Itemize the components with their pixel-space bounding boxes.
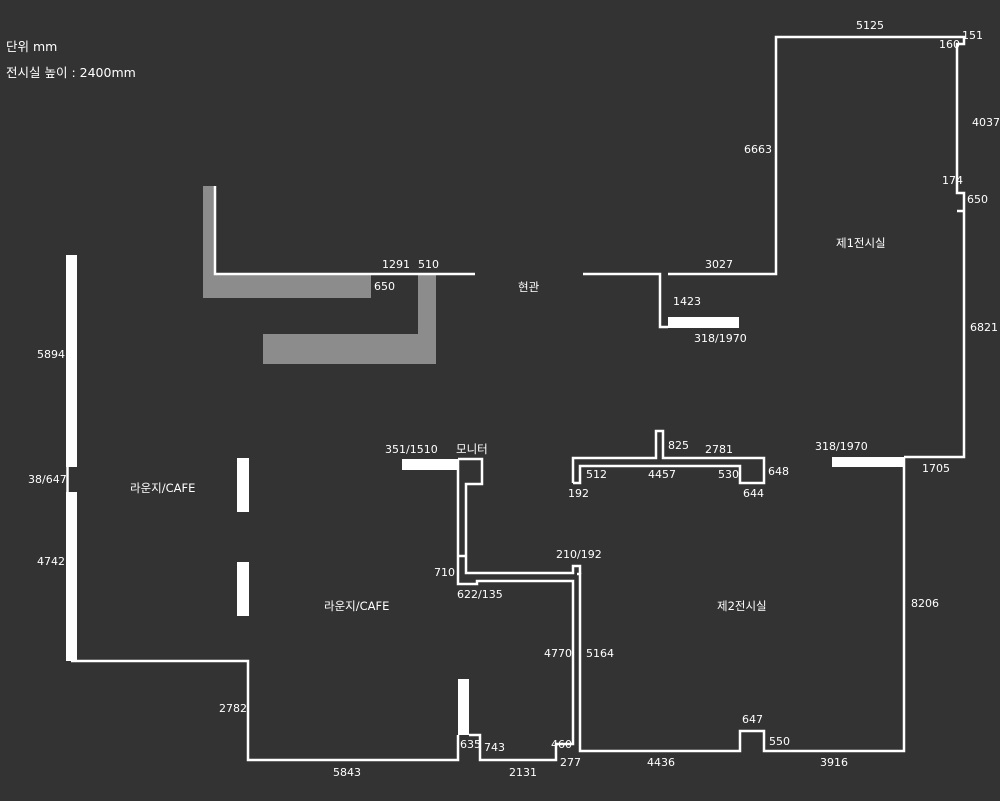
gallery1-wall: [668, 35, 966, 459]
dim-4770: 4770: [544, 647, 572, 660]
dim-2782: 2782: [219, 702, 247, 715]
door-panel-center: [402, 459, 458, 470]
window-panel-lower: [66, 492, 77, 661]
upper-wall-entrance-right: [583, 272, 668, 329]
dim-5125: 5125: [856, 19, 884, 32]
door-panel-bottom: [458, 679, 469, 735]
dim-530: 530: [718, 468, 739, 481]
lounge-center-label: 라운지/CAFE: [324, 599, 389, 613]
dim-160: 160: [939, 38, 960, 51]
dim-2781: 2781: [705, 443, 733, 456]
lounge-left-label: 라운지/CAFE: [130, 481, 195, 495]
dim-3916: 3916: [820, 756, 848, 769]
gallery1-label: 제1전시실: [836, 236, 886, 250]
dim-38-647: 38/647: [28, 473, 67, 486]
dim-5164: 5164: [586, 647, 614, 660]
partition-vertical-left: [203, 186, 215, 298]
gallery2-partition-wall: [571, 429, 766, 485]
corridor-wall: [456, 459, 575, 762]
dim-351-1510: 351/1510: [385, 443, 438, 456]
window-panel-upper: [66, 255, 77, 467]
gallery2-label: 제2전시실: [717, 599, 767, 613]
dim-192: 192: [568, 487, 589, 500]
lounge-wall-bottom: [71, 659, 460, 762]
unit-label: 단위 mm: [6, 39, 57, 54]
dim-512: 512: [586, 468, 607, 481]
monitor-wall-right: [458, 457, 582, 575]
dim-4457: 4457: [648, 468, 676, 481]
dim-825: 825: [668, 439, 689, 452]
dim-743: 743: [484, 741, 505, 754]
dim-3027: 3027: [705, 258, 733, 271]
dim-5843: 5843: [333, 766, 361, 779]
dim-648: 648: [768, 465, 789, 478]
dim-6663: 6663: [744, 143, 772, 156]
partition-horizontal-bottom: [263, 334, 436, 364]
dim-318-1970-top: 318/1970: [694, 332, 747, 345]
dim-277: 277: [560, 756, 581, 769]
dim-550: 550: [769, 735, 790, 748]
dim-1423: 1423: [673, 295, 701, 308]
dim-650-gray: 650: [374, 280, 395, 293]
dim-4037: 4037: [972, 116, 1000, 129]
entrance-label: 현관: [518, 280, 540, 294]
dim-510: 510: [418, 258, 439, 271]
dim-4742: 4742: [37, 555, 65, 568]
monitor-label: 모니터: [456, 442, 488, 456]
dim-1291: 1291: [382, 258, 410, 271]
column-upper: [237, 458, 249, 512]
ceiling-height-label: 전시실 높이 : 2400mm: [6, 65, 136, 80]
dim-2131: 2131: [509, 766, 537, 779]
dim-710: 710: [434, 566, 455, 579]
dim-4436: 4436: [647, 756, 675, 769]
upper-wall-left: [213, 186, 475, 276]
dim-151: 151: [962, 29, 983, 42]
door-panel-right: [832, 457, 904, 467]
door-panel-top: [668, 317, 739, 328]
dim-647: 647: [742, 713, 763, 726]
dim-210-192: 210/192: [556, 548, 602, 561]
dim-318-1970-right: 318/1970: [815, 440, 868, 453]
dim-8206: 8206: [911, 597, 939, 610]
dim-635: 635: [460, 738, 481, 751]
partition-horizontal-top: [203, 274, 371, 298]
dim-5894: 5894: [37, 348, 65, 361]
dim-174: 174: [942, 174, 963, 187]
dim-1705: 1705: [922, 462, 950, 475]
column-lower: [237, 562, 249, 616]
dim-460: 460: [551, 738, 572, 751]
dim-6821: 6821: [970, 321, 998, 334]
dim-644: 644: [743, 487, 764, 500]
dim-650-right: 650: [967, 193, 988, 206]
dim-622-135: 622/135: [457, 588, 503, 601]
gallery2-wall: [577, 457, 906, 753]
